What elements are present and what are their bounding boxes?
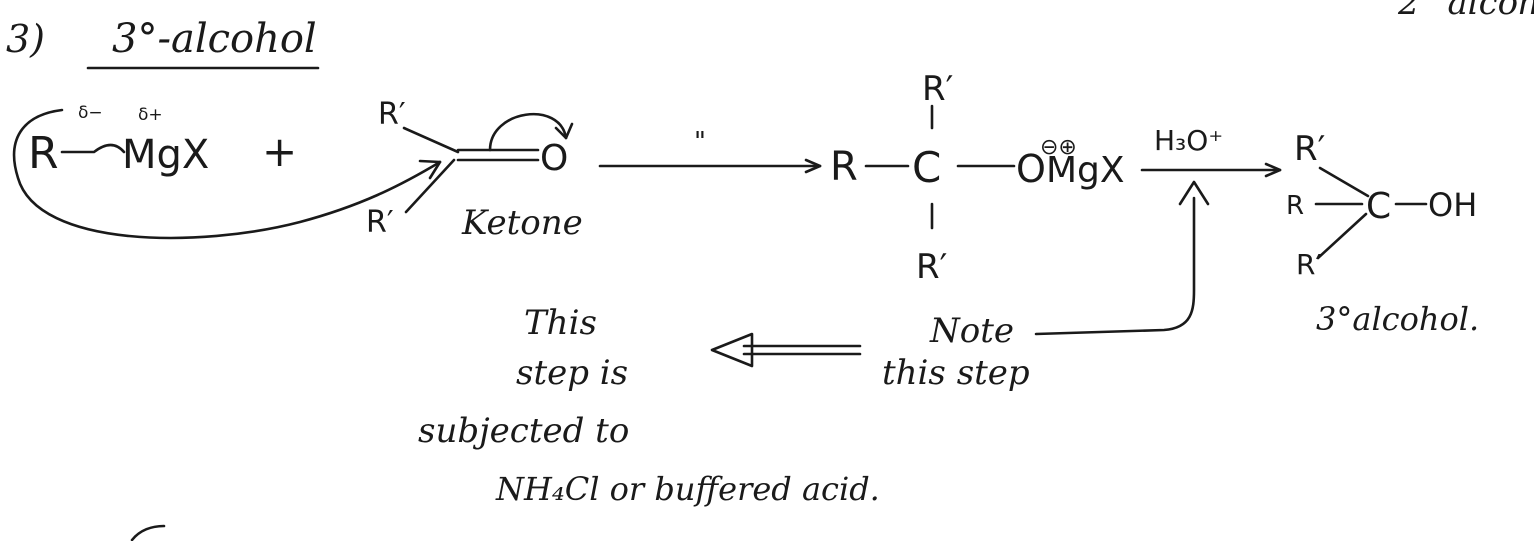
note-pointer-line <box>1034 196 1196 336</box>
carbonyl-double-bond <box>456 148 540 162</box>
hollow-arrow-head <box>710 332 754 368</box>
grignard-mg-charge: δ+ <box>138 105 163 125</box>
intermediate-mgx: MgX <box>1046 150 1125 191</box>
plus-sign: + <box>262 127 297 176</box>
product-carbon: C <box>1366 186 1391 227</box>
intermediate-r-bottom: R′ <box>916 247 947 287</box>
ketone-r-top: R′ <box>378 97 406 132</box>
grignard-r-group: R <box>28 128 59 179</box>
arrow-1-mark: " <box>694 127 706 157</box>
hollow-arrow-shaft <box>742 344 862 356</box>
electron-shift-arrow <box>488 112 568 152</box>
intermediate-oxygen: O <box>1016 147 1046 191</box>
reaction-arrow-1-head <box>804 158 822 174</box>
product-r-mid: R <box>1286 191 1304 221</box>
explanation-line-2: step is <box>516 353 628 393</box>
ketone-oxygen: O <box>540 138 568 179</box>
section-title: 3°-alcohol <box>112 16 317 62</box>
stray-pen-mark <box>130 524 166 541</box>
intermediate-r-top: R′ <box>922 69 953 109</box>
note-line-2: this step <box>882 353 1030 393</box>
intermediate-charges: ⊖⊕ <box>1040 135 1077 160</box>
grignard-mgx: MgX <box>122 132 209 178</box>
explanation-line-4: NH₄Cl or buffered acid. <box>495 470 880 508</box>
product-label: 3°alcohol. <box>1316 300 1479 338</box>
electron-shift-head <box>554 122 574 140</box>
product-r-bottom: R′ <box>1296 248 1322 281</box>
attack-arrow-head <box>418 159 442 180</box>
reagent-label: H₃O⁺ <box>1154 124 1223 157</box>
reaction-arrow-2-head <box>1264 162 1282 178</box>
explanation-line-1: This <box>524 303 597 343</box>
note-pointer-head <box>1178 180 1210 206</box>
section-number: 3) <box>6 17 45 61</box>
ketone-r-bottom: R′ <box>366 205 394 240</box>
explanation-line-3: subjected to <box>418 411 629 451</box>
grignard-r-charge: δ− <box>78 103 103 123</box>
note-line-1: Note <box>929 311 1014 351</box>
corner-label: 2° alcohol. <box>1397 0 1534 23</box>
intermediate-carbon: C <box>912 143 941 192</box>
intermediate-r: R <box>830 144 858 190</box>
ketone-r-bonds <box>402 126 460 214</box>
product-r-bonds <box>1314 166 1370 260</box>
ketone-label: Ketone <box>461 203 583 243</box>
product-r-top: R′ <box>1294 129 1325 169</box>
product-oh: OH <box>1428 186 1477 224</box>
grignard-bond <box>60 143 126 154</box>
nucleophilic-attack-arrow <box>12 108 442 240</box>
